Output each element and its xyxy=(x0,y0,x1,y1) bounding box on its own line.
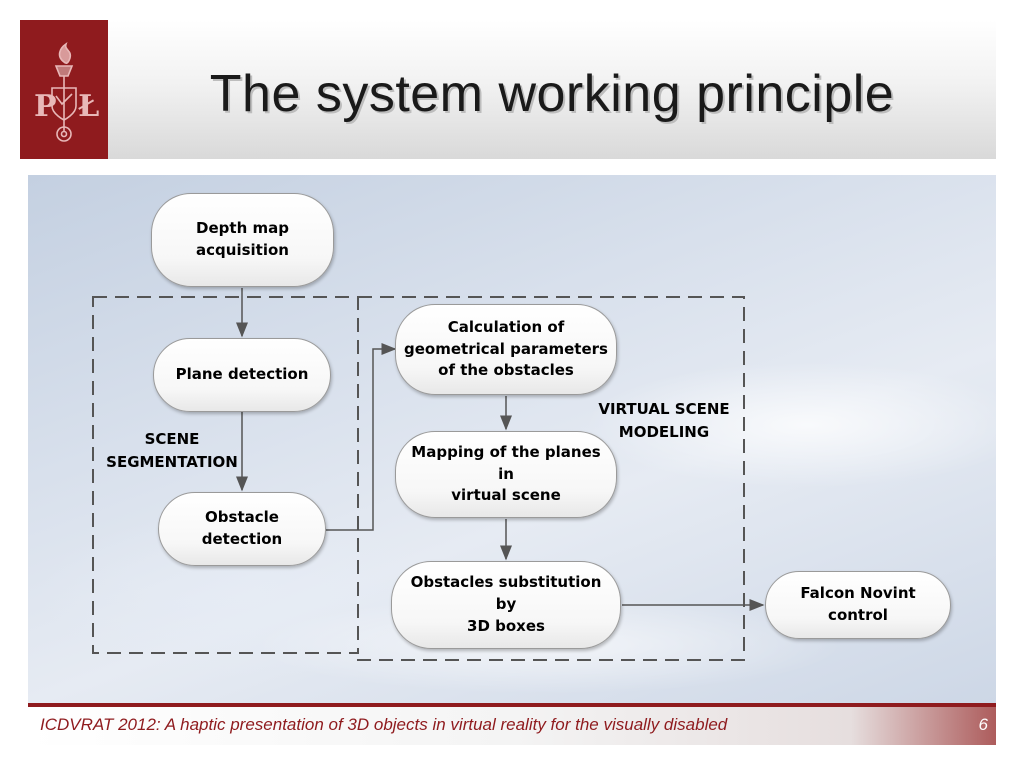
node-calculation-line-1: Calculation of xyxy=(447,317,565,336)
virtual-scene-modeling-border xyxy=(357,296,745,661)
group-label-scene-line-1: SCENE xyxy=(144,430,200,448)
node-mapping-of-planes: Mapping of the planes in virtual scene xyxy=(395,431,617,518)
node-obstacle-detection: Obstacle detection xyxy=(158,492,326,566)
node-obstacle-detection-label: Obstacle detection xyxy=(201,508,283,548)
group-label-virtual-line-1: VIRTUAL SCENE xyxy=(598,400,730,418)
node-falcon-line-1: Falcon Novint xyxy=(800,584,916,603)
node-obstacles-substitution: Obstacles substitution by 3D boxes xyxy=(391,561,621,649)
logo-letter-l: Ł xyxy=(78,89,99,124)
logo-letter-p: P xyxy=(34,89,57,124)
node-depth-map-line-2: acquisition xyxy=(196,241,289,259)
node-plane-detection-label: Plane detection xyxy=(175,365,309,384)
node-mapping-line-2: virtual scene xyxy=(451,486,561,505)
torch-logo-icon: P Ł xyxy=(34,42,99,142)
slide-title: The system working principle xyxy=(209,65,895,123)
node-calculation-line-3: of the obstacles xyxy=(438,361,574,380)
group-label-scene-line-2: SEGMENTATION xyxy=(106,452,238,471)
footer-divider xyxy=(28,703,996,707)
node-calculation-line-2: geometrical parameters xyxy=(404,339,608,358)
title-band: The system working principle xyxy=(108,20,996,159)
node-depth-map-line-1: Depth map xyxy=(196,219,289,238)
node-mapping-line-1: Mapping of the planes in xyxy=(411,442,601,483)
scene-segmentation-border xyxy=(92,296,359,654)
footer-band xyxy=(28,707,996,745)
node-depth-map-acquisition: Depth map acquisition xyxy=(151,193,334,287)
node-substitution-line-1: Obstacles substitution by xyxy=(410,573,602,614)
footer-citation: ICDVRAT 2012: A haptic presentation of 3… xyxy=(40,715,728,734)
node-substitution-line-2: 3D boxes xyxy=(467,616,545,635)
arrow-obstacle-to-calculation xyxy=(326,343,397,531)
group-label-virtual-line-2: MODELING xyxy=(618,422,710,441)
node-falcon-line-2: control xyxy=(828,606,888,624)
university-logo: P Ł xyxy=(20,20,108,159)
group-label-scene-segmentation: SCENE SEGMENTATION xyxy=(100,428,244,473)
group-label-virtual-scene-modeling: VIRTUAL SCENE MODELING xyxy=(588,398,740,443)
node-falcon-novint-control: Falcon Novint control xyxy=(765,571,951,639)
node-plane-detection: Plane detection xyxy=(153,338,331,412)
node-calculation-of-parameters: Calculation of geometrical parameters of… xyxy=(395,304,617,395)
page-number: 6 xyxy=(978,715,988,734)
